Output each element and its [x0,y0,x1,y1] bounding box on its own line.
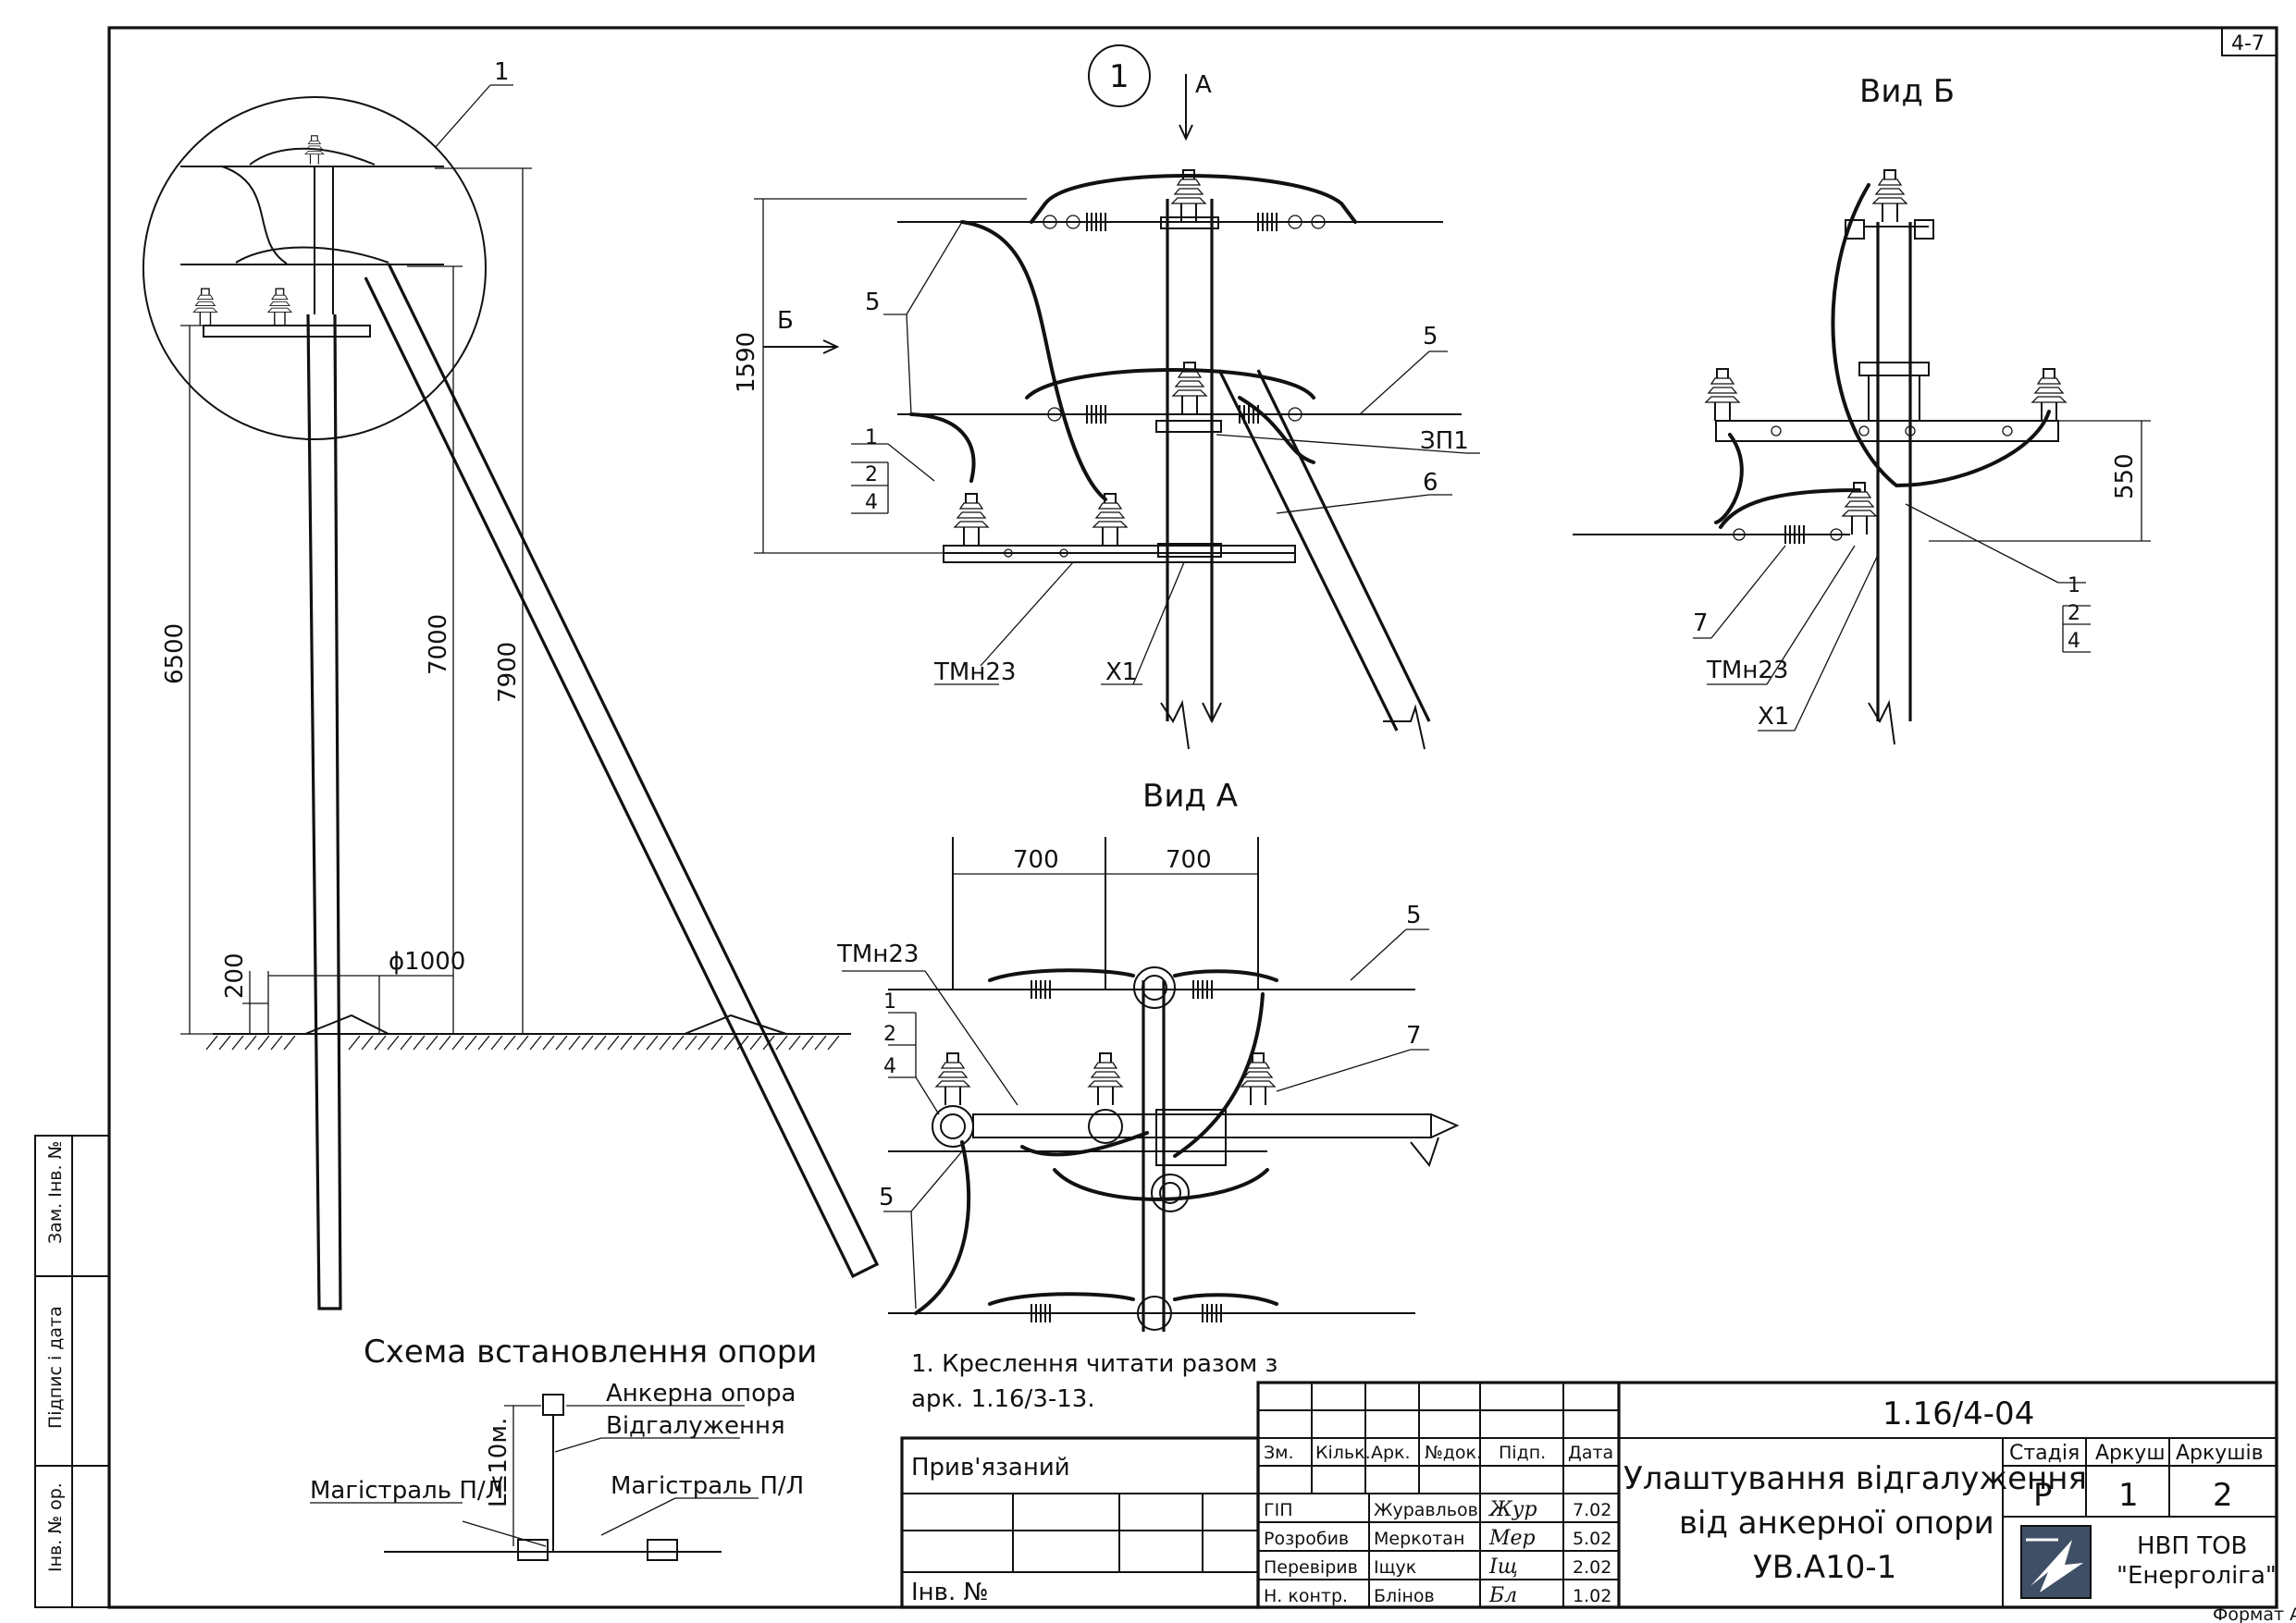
view-b-label-tmn23: ТМн23 [1706,657,1788,684]
view-a-label-2: 2 [883,1023,896,1046]
label-4: 4 [865,491,878,514]
scheme-branch: Відгалуження [606,1412,785,1440]
drawing-code: 1.16/4-04 [1882,1396,2034,1432]
row-role: Розробив [1264,1529,1349,1549]
row-date: 7.02 [1573,1500,1611,1520]
row-name: Меркотан [1374,1529,1464,1549]
view-a-title: Вид А [1142,778,1238,815]
dim-7000: 7000 [425,614,452,675]
drawing-title-line-3: УВ.А10-1 [1753,1549,1896,1586]
view-a-label-tmn23: ТМн23 [836,941,919,968]
stamp-inv-or: Інв. № ор. [45,1482,66,1572]
row-signature: Іщ [1488,1555,1518,1579]
row-name: Іщук [1374,1557,1416,1578]
view-arrow-a: А [1195,71,1212,99]
label-6: 6 [1423,469,1438,497]
view-b: Вид Б 550 [1573,73,2151,745]
hdr-ark: Арк. [1371,1443,1411,1463]
row-date: 1.02 [1573,1586,1611,1606]
view-b-label-2: 2 [2068,602,2080,625]
dim-7900: 7900 [494,642,522,703]
row-signature: Мер [1488,1527,1536,1550]
view-b-label-4: 4 [2068,630,2080,653]
stage-value: Р [2033,1477,2053,1514]
scheme-main-right: Магістраль П/Л [611,1472,804,1500]
sheet-value: 1 [2118,1477,2139,1514]
view-arrow-b: Б [777,307,794,335]
detail-callout-circle [142,96,487,440]
hdr-pidp: Підп. [1499,1443,1546,1463]
row-signature: Жур [1487,1498,1537,1521]
hdr-kil: Кільк. [1315,1443,1371,1463]
dim-550: 550 [2111,453,2139,499]
view-a-label-5-bottom: 5 [879,1184,895,1211]
stage-label: Стадія [2009,1442,2080,1465]
dim-1590: 1590 [733,332,760,393]
side-stamps: Зам. Інв. № Підпис і дата Інв. № ор. [34,1135,110,1608]
dim-700-a: 700 [1013,846,1059,874]
sheet-label: Аркуш [2095,1442,2165,1465]
installation-scheme: Схема встановлення опори Анкерна опора В… [310,1334,817,1561]
dim-6500: 6500 [161,623,189,684]
sheets-value: 2 [2213,1477,2233,1514]
row-name: Блінов [1374,1586,1435,1606]
stamp-zam-inv: Зам. Інв. № [45,1141,66,1244]
scheme-title: Схема встановлення опори [364,1334,817,1371]
row-role: Н. контр. [1264,1586,1348,1606]
dim-700-b: 700 [1166,846,1212,874]
row-name: Журавльов [1374,1500,1478,1520]
hdr-data: Дата [1568,1443,1613,1463]
title-block: Прив'язаний Інв. № Зм. Кільк. Арк. №док.… [900,1381,2278,1609]
view-b-label-1: 1 [2068,574,2080,597]
callout-number: 1 [494,58,510,86]
scheme-main-left: Магістраль П/Л [310,1477,503,1505]
label-1: 1 [865,426,878,449]
view-a-label-7: 7 [1406,1022,1422,1050]
scheme-length: L≤10м. [485,1418,512,1507]
pole-installation-view: 1 6500 7000 7900 200 ϕ1000 [142,58,880,1310]
note-line-2: арк. 1.16/3-13. [911,1385,1095,1413]
sheets-label: Аркушів [2176,1442,2264,1465]
stamp-pidpis: Підпис і дата [45,1306,66,1429]
label-tmn23: ТМн23 [933,658,1016,686]
label-2: 2 [865,463,878,486]
sheet-corner-box [2221,27,2277,56]
format-label: Формат А3 [2213,1605,2296,1623]
label-5-left: 5 [865,289,881,316]
view-a-label-5-top: 5 [1406,902,1422,929]
company-name-line-1: НВП ТОВ [2137,1532,2247,1560]
row-date: 2.02 [1573,1557,1611,1578]
view-a-label-4: 4 [883,1055,896,1078]
scheme-anchor-pole: Анкерна опора [606,1380,796,1408]
row-role: ГІП [1264,1500,1292,1520]
node-ref-number: 1 [1109,58,1129,95]
hdr-zm: Зм. [1264,1443,1294,1463]
drawing-title-line-2: від анкерної опори [1679,1505,1994,1542]
row-signature: Бл [1488,1584,1517,1607]
hdr-ndoc: №док. [1425,1443,1482,1463]
main-node-view: 1 А Б [733,44,1480,750]
label-zp1: ЗП1 [1420,427,1469,455]
inv-label: Інв. № [911,1579,989,1606]
sheet-corner-number: 4-7 [2231,32,2265,55]
view-b-title: Вид Б [1859,73,1955,110]
company-logo-icon [2020,1525,2092,1599]
note-line-1: 1. Креслення читати разом з [911,1350,1278,1378]
view-a-label-1: 1 [883,990,896,1014]
row-role: Перевірив [1264,1557,1358,1578]
label-x1: Х1 [1105,658,1137,686]
row-date: 5.02 [1573,1529,1611,1549]
view-b-label-x1: Х1 [1758,703,1789,731]
label-5-right: 5 [1423,323,1438,350]
bound-label: Прив'язаний [911,1454,1070,1482]
company-name-line-2: "Енерголіга" [2117,1562,2277,1590]
view-a: Вид А 700 700 [836,778,1460,1332]
dim-200: 200 [221,953,249,999]
view-b-label-7: 7 [1693,609,1709,637]
dim-diameter-1000: ϕ1000 [389,948,465,976]
